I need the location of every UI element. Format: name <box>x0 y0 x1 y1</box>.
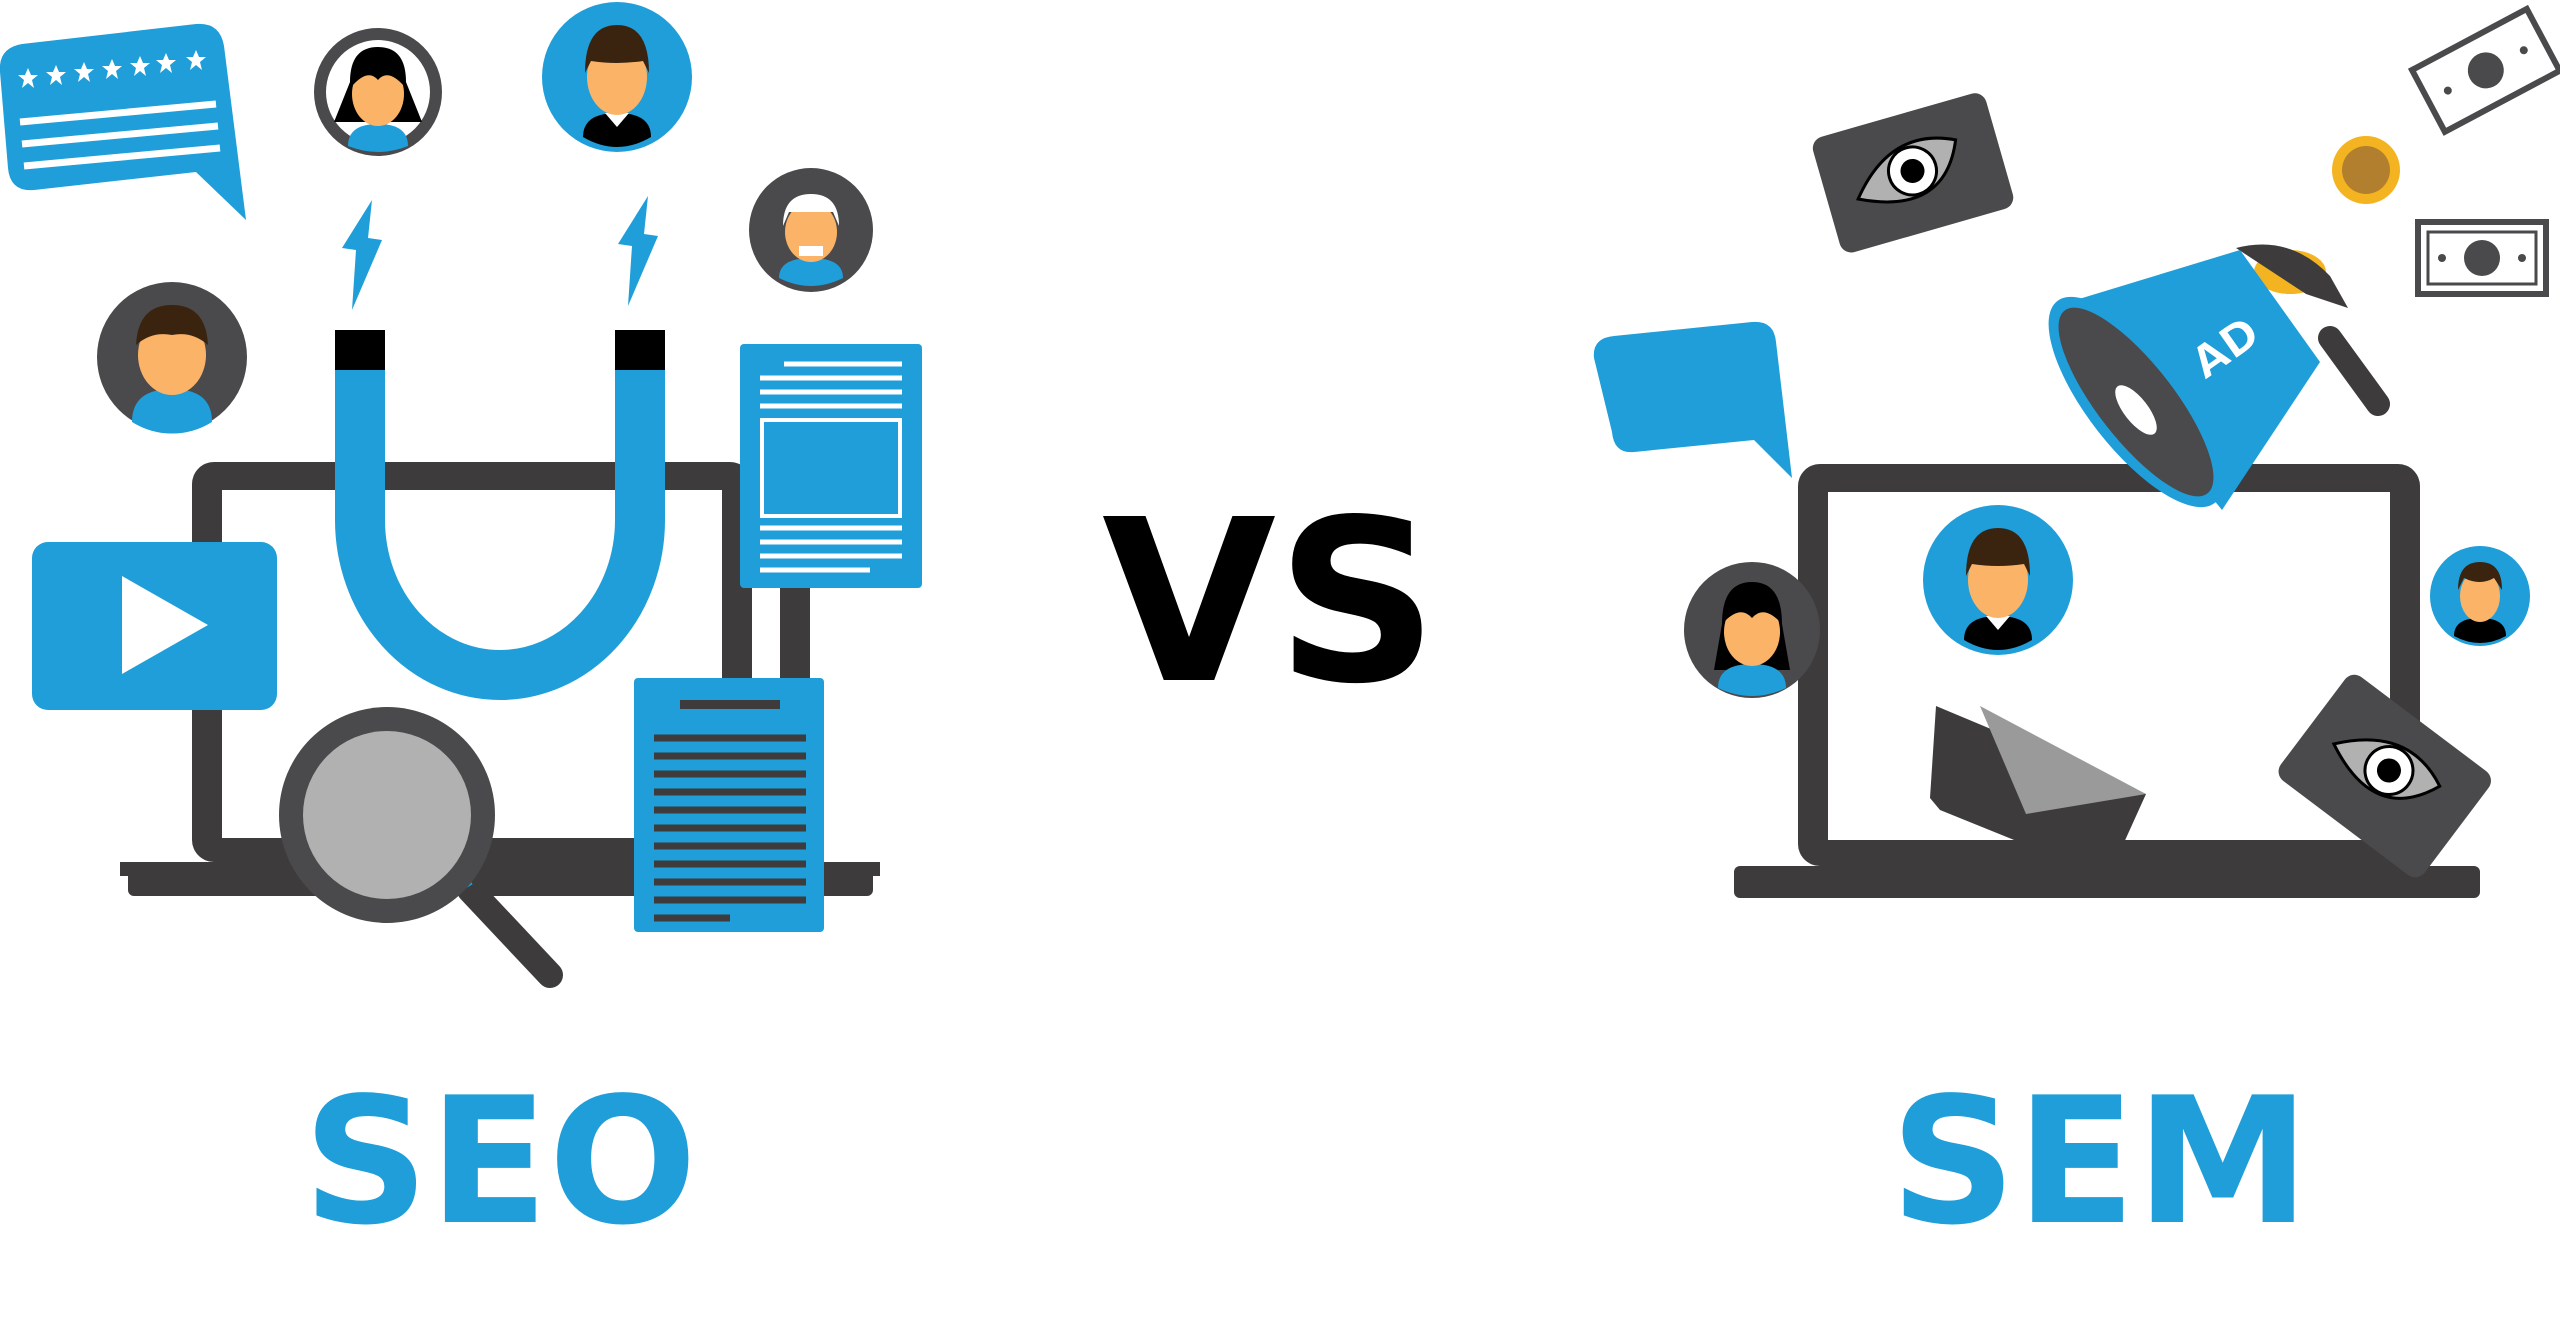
avatar-icon <box>542 2 692 152</box>
eye-ad-card-icon <box>1812 93 2014 253</box>
avatar-icon <box>314 28 442 156</box>
money-icon <box>2407 4 2560 136</box>
megaphone-icon: AD <box>2048 244 2390 510</box>
avatar-icon <box>1684 562 1820 698</box>
sem-illustration: AD <box>1593 4 2560 898</box>
coin-icon <box>2332 136 2400 204</box>
envelope-icon <box>1930 706 2146 878</box>
magnet-icon <box>335 196 665 700</box>
chat-bubble-icon <box>1593 321 1792 478</box>
eye-ad-card-icon <box>2278 674 2491 878</box>
video-play-icon <box>32 542 277 710</box>
avatar-icon <box>1923 505 2073 655</box>
avatar-icon <box>749 168 873 292</box>
headline-sem: SEM <box>1890 1061 2310 1264</box>
rating-bubble-icon <box>0 23 246 220</box>
avatar-icon <box>97 282 247 434</box>
money-icon <box>2415 219 2549 297</box>
headline-vs: VS <box>1102 472 1438 734</box>
headline-seo: SEO <box>303 1061 697 1264</box>
magnifier-icon <box>279 707 563 988</box>
page-document-icon <box>740 344 922 588</box>
seo-illustration <box>0 2 922 988</box>
avatar-icon <box>2430 546 2530 646</box>
document-icon <box>634 678 824 932</box>
